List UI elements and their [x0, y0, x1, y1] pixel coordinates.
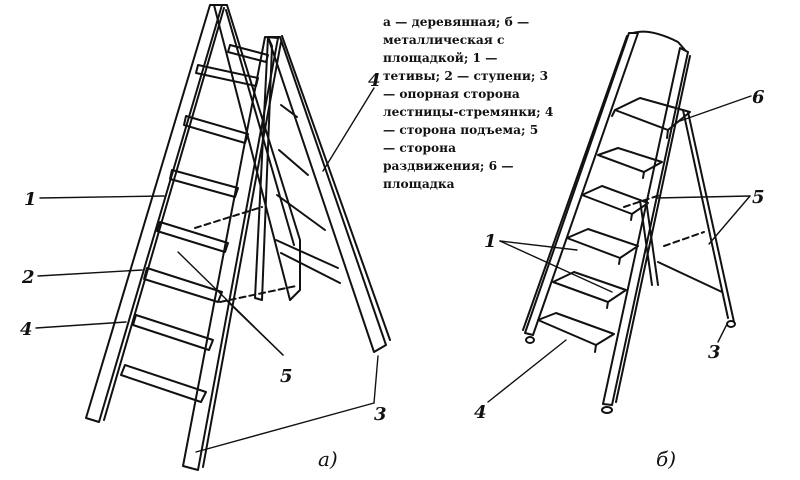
stringers-a	[85, 4, 301, 471]
metal-stepladder	[487, 30, 752, 414]
legend-line: — сторона подъема; 5	[383, 123, 539, 137]
legend-text: а — деревянная; б — металлическая с площ…	[383, 13, 563, 193]
spreader-a-2	[219, 285, 297, 303]
steps-b	[537, 147, 663, 353]
spreader-b	[623, 194, 661, 208]
legend-line: металлическая с	[383, 33, 505, 47]
legend-line: площадкой; 1 —	[383, 51, 498, 65]
support-side-a	[254, 35, 391, 353]
legend-line: площадка	[383, 177, 455, 191]
callout-1-b: 1	[484, 231, 497, 252]
leader-lines-b	[487, 95, 752, 403]
caption-a: а)	[318, 447, 338, 471]
legend-line: тетивы; 2 — ступени; 3	[383, 69, 549, 83]
spreader-a	[194, 206, 263, 229]
callouts-a: 1 2 4 4 5 3 а)	[20, 70, 387, 471]
leader-lines-a	[35, 87, 379, 453]
legend-line: раздвижения; 6 —	[383, 159, 514, 173]
callout-4-a-top: 4	[368, 70, 381, 91]
callout-5-a: 5	[280, 366, 293, 387]
callout-3-b: 3	[708, 342, 721, 363]
callout-3-a: 3	[374, 404, 387, 425]
wooden-stepladder	[35, 4, 391, 471]
platform-b	[614, 97, 691, 131]
callout-5-b: 5	[752, 187, 765, 208]
callout-4-a-left: 4	[20, 319, 33, 340]
callout-1-a: 1	[24, 189, 37, 210]
callout-6-b: 6	[752, 87, 765, 108]
stringers-b	[522, 30, 691, 414]
steps-a	[120, 44, 269, 403]
legend-line: — сторона	[383, 141, 457, 155]
spreader-b-2	[663, 231, 705, 247]
legend-line: лестницы-стремянки; 4	[383, 105, 554, 119]
legend-line: а — деревянная; б —	[383, 15, 530, 29]
legend-line: — опорная сторона	[383, 87, 520, 101]
callout-4-b: 4	[474, 402, 487, 423]
callout-2-a: 2	[21, 267, 35, 288]
support-side-b	[639, 109, 736, 328]
caption-b: б)	[656, 447, 676, 471]
callouts-b: 1 5 6 3 4 б)	[474, 87, 765, 471]
